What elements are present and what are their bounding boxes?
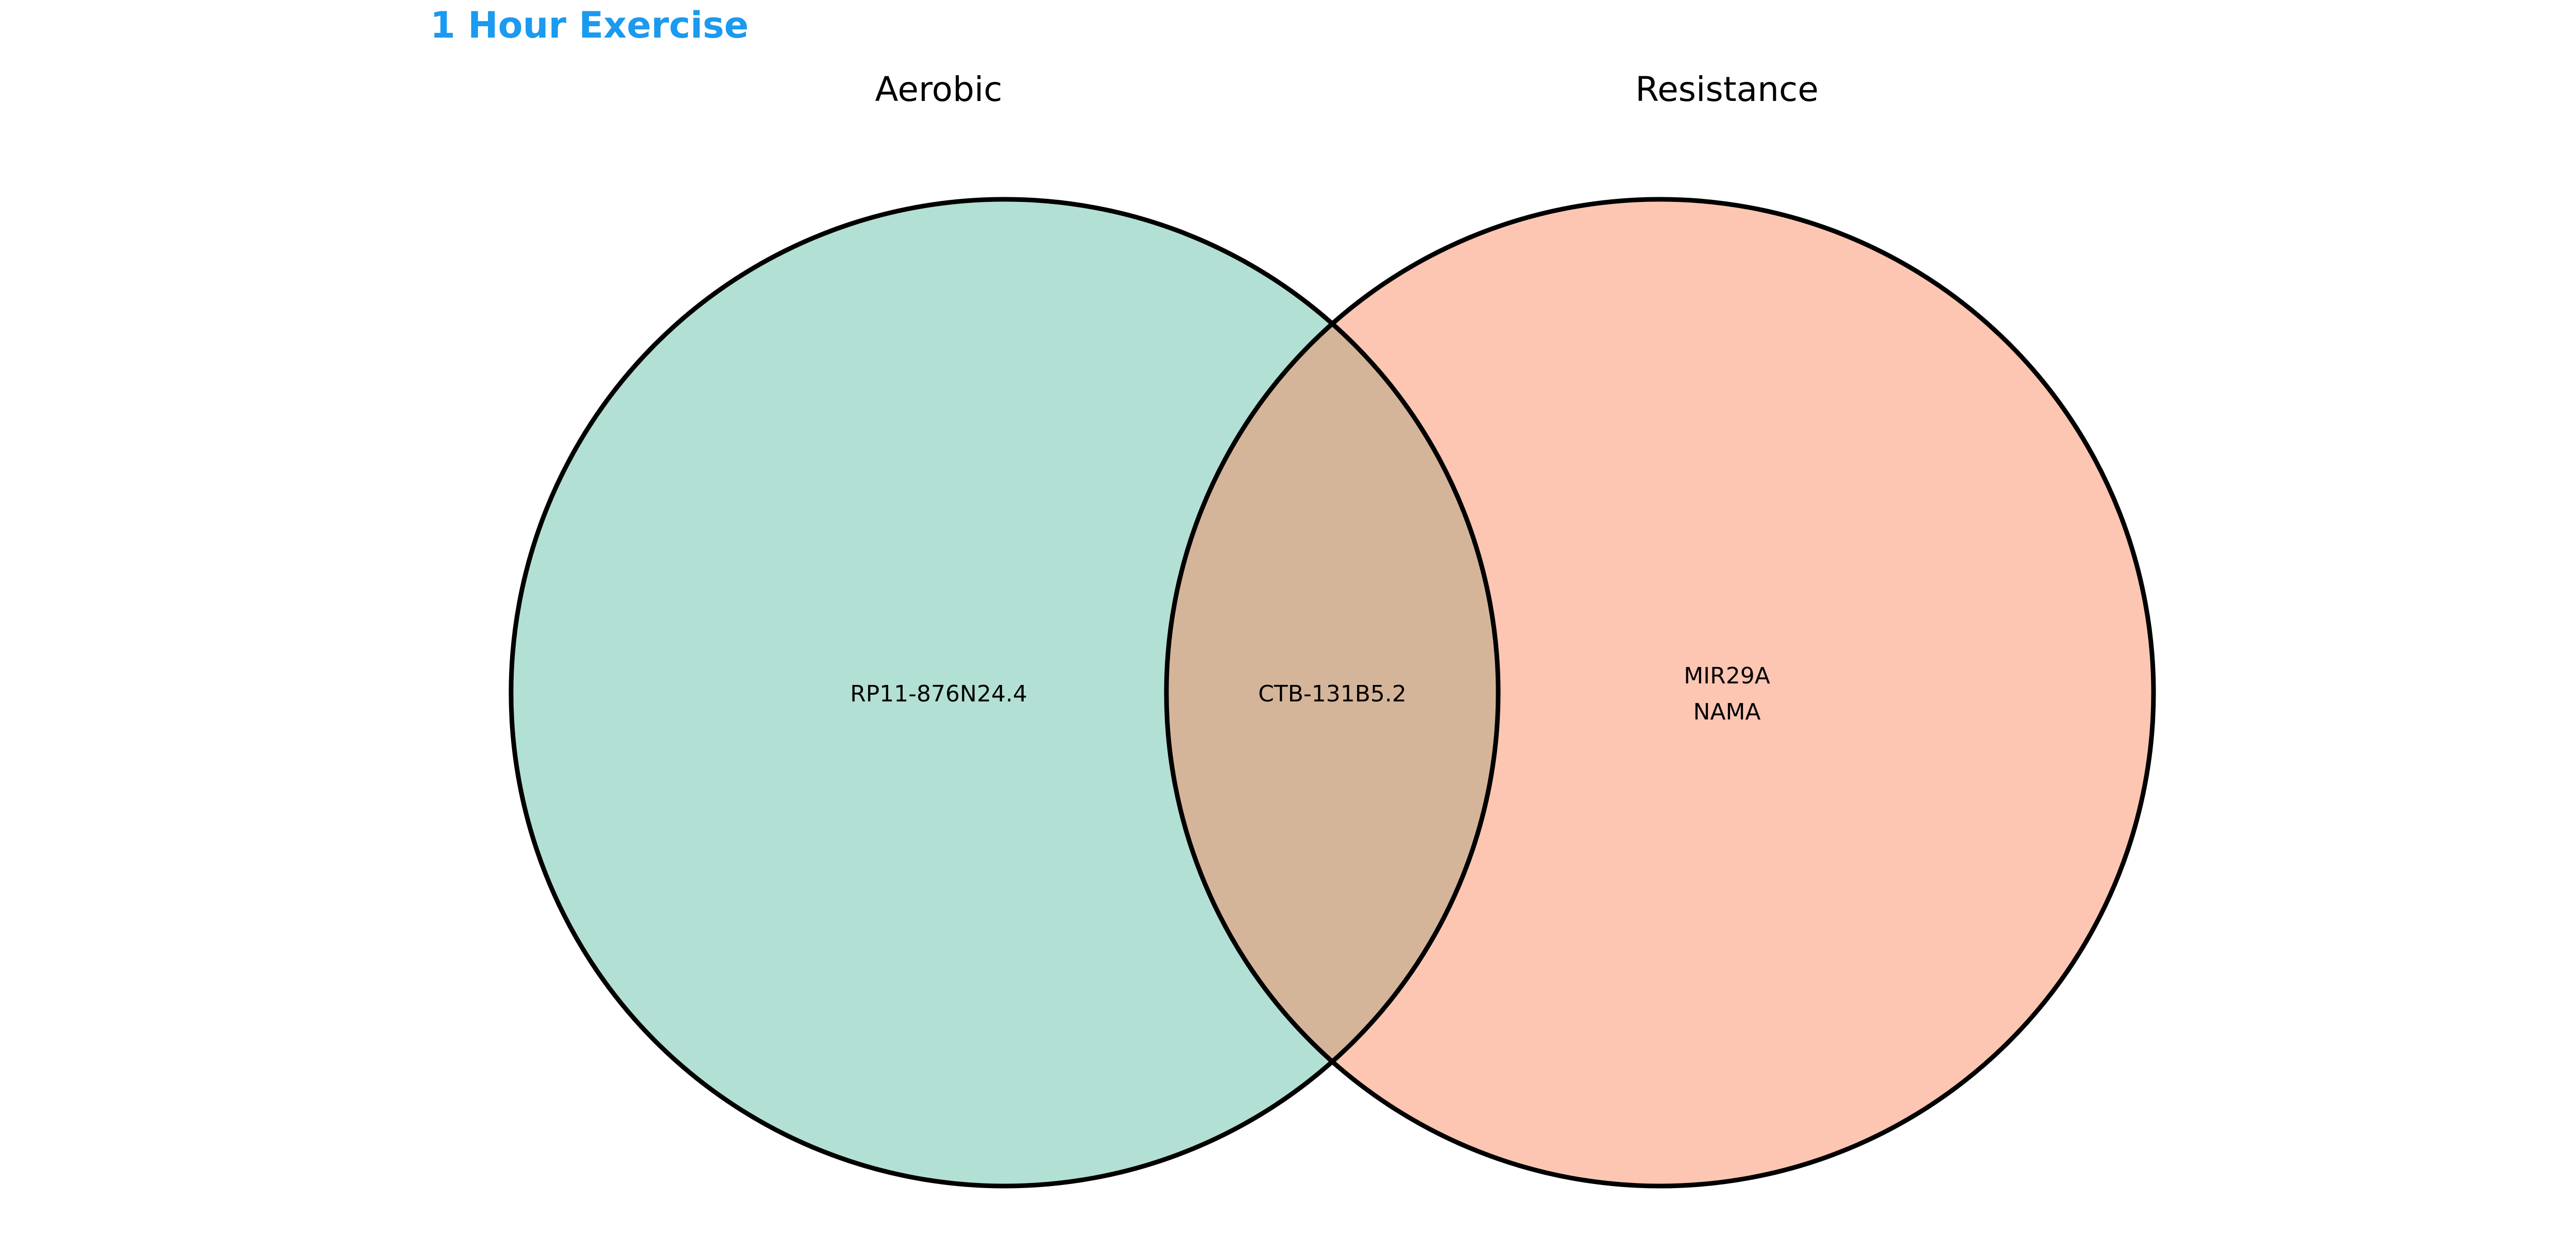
resistance-only-item: MIR29A xyxy=(1684,663,1770,689)
intersection-item: CTB-131B5.2 xyxy=(1258,681,1406,707)
set-label-resistance: Resistance xyxy=(1635,70,1819,109)
set-label-aerobic: Aerobic xyxy=(875,70,1002,109)
resistance-circle-outline xyxy=(1164,197,2156,1189)
aerobic-circle-outline xyxy=(509,197,1501,1189)
overlap-region-fill xyxy=(1166,199,1498,1186)
resistance-only-item: NAMA xyxy=(1693,699,1760,725)
aerobic-only-item: RP11-876N24.4 xyxy=(850,681,1027,707)
diagram-title: 1 Hour Exercise xyxy=(430,4,749,46)
